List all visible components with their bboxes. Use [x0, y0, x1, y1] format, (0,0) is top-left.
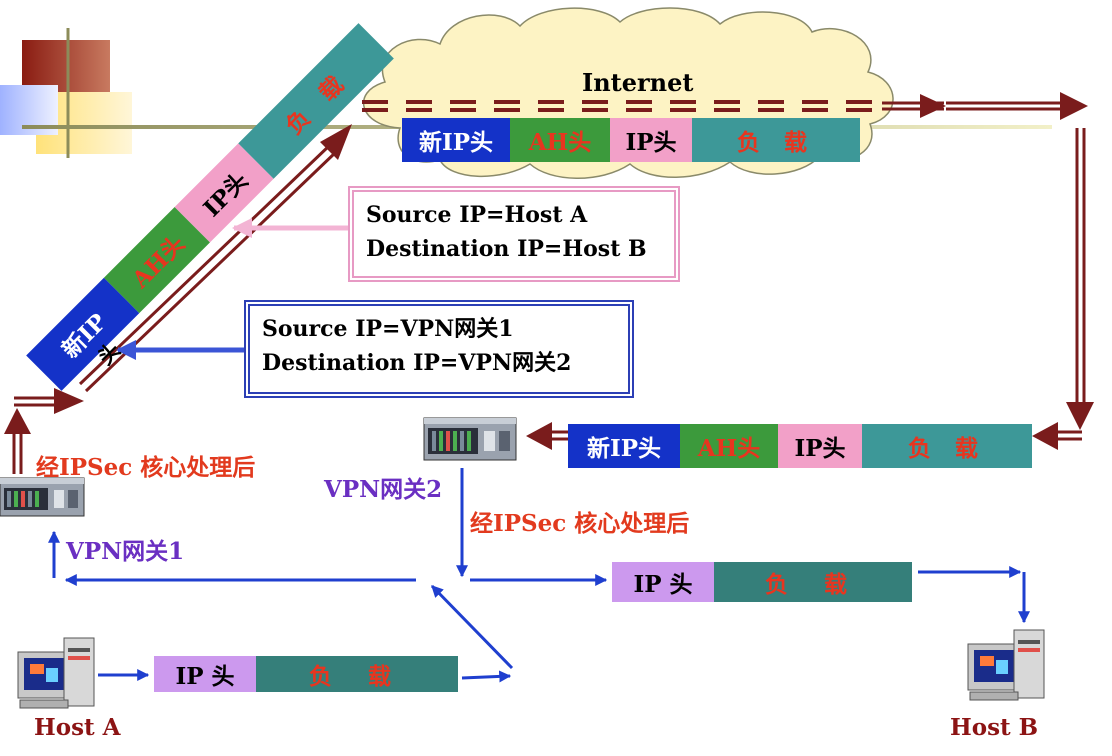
- packet-top-ah-header: AH头: [510, 118, 610, 162]
- tunnel-top-right: [882, 92, 1088, 120]
- packet-after-vpn2-payload: 负 载: [714, 562, 912, 602]
- packet-right: 新IP头 AH头 IP头 负 载: [568, 424, 1032, 468]
- packet-top-payload: 负 载: [692, 118, 860, 162]
- internet-label: Internet: [582, 68, 694, 97]
- packet-host-a: IP 头 负 载: [154, 656, 458, 692]
- outer-header-info-box: Source IP=VPN网关1 Destination IP=VPN网关2: [244, 300, 634, 398]
- outer-header-destination: Destination IP=VPN网关2: [262, 350, 572, 376]
- host-b-label: Host B: [950, 714, 1039, 741]
- vpn-gateway-1-label: VPN网关1: [66, 538, 185, 565]
- vpn-gateway-2-icon: [423, 417, 517, 461]
- tunnel-left: [4, 388, 84, 474]
- packet-top-ip-header: IP头: [610, 118, 692, 162]
- packet-host-a-payload: 负 载: [256, 656, 458, 692]
- packet-right-ip-header: IP头: [778, 424, 862, 468]
- inner-header-info-box: Source IP=Host A Destination IP=Host B: [348, 186, 680, 282]
- vpn-gateway-1-icon: [0, 477, 85, 517]
- host-a-label: Host A: [34, 714, 121, 741]
- tunnel-to-vpn-gateway-2: [526, 422, 1082, 450]
- packet-after-vpn2-ip-header: IP 头: [612, 562, 714, 602]
- host-a-computer-icon: [17, 637, 95, 709]
- packet-right-new-ip-header: 新IP头: [568, 424, 680, 468]
- inner-header-source: Source IP=Host A: [366, 202, 588, 228]
- packet-top-new-ip-header: 新IP头: [402, 118, 510, 162]
- host-b-computer-icon: [967, 629, 1045, 701]
- tunnel-right-vertical: [1066, 128, 1094, 430]
- packet-top: 新IP头 AH头 IP头 负 载: [402, 118, 860, 162]
- after-ipsec-label-2: 经IPSec 核心处理后: [470, 510, 690, 537]
- blue-flow-arrows: [48, 468, 1030, 683]
- vpn-gateway-2-label: VPN网关2: [324, 476, 443, 503]
- packet-host-a-ip-header: IP 头: [154, 656, 256, 692]
- after-ipsec-label-1: 经IPSec 核心处理后: [36, 454, 256, 481]
- outer-header-source: Source IP=VPN网关1: [262, 316, 514, 342]
- inner-header-destination: Destination IP=Host B: [366, 236, 647, 262]
- packet-right-ah-header: AH头: [680, 424, 778, 468]
- packet-right-payload: 负 载: [862, 424, 1032, 468]
- packet-after-vpn-gateway-2: IP 头 负 载: [612, 562, 912, 602]
